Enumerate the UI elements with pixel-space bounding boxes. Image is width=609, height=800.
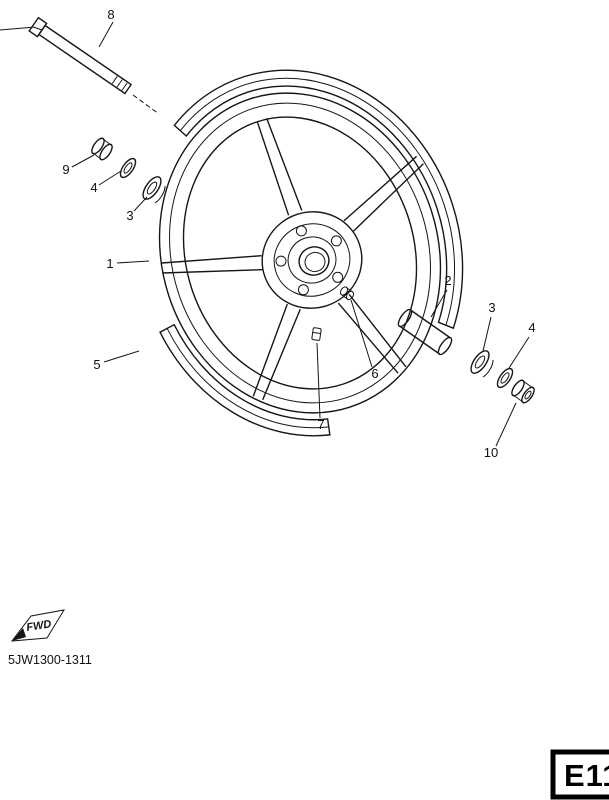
spokes [161,118,424,401]
front-wheel-drawing [158,69,464,437]
leader-1 [116,260,150,264]
fwd-flag: FWD [10,609,66,642]
collar-part-10 [511,379,535,404]
callout-8: 8 [107,7,114,22]
page-code-box: E11 [550,749,609,800]
callout-10: 10 [484,445,498,460]
leader-3b [482,316,492,352]
callout-2: 2 [444,273,451,288]
fwd-arrow-tip [12,628,26,641]
hub-stud-part [339,286,355,301]
hub [261,211,363,309]
callout-6: 6 [371,366,378,381]
callout-3-right: 3 [488,300,495,315]
spacer-tube-part-2 [397,308,453,356]
callout-7: 7 [317,417,324,432]
callout-5: 5 [93,357,100,372]
leader-lines [71,21,530,447]
rim-flange-upper-band [173,69,464,330]
rim-flange-lower-band [159,323,331,437]
leader-9 [71,154,95,168]
axle-shaft-part [0,16,160,115]
callout-4-right: 4 [528,320,535,335]
page-code: E11 [564,758,609,793]
diagram-code: 5JW1300-1311 [8,653,92,667]
leader-3a [133,196,148,212]
bearing-part-3-right [470,350,494,378]
callout-1: 1 [106,256,113,271]
seal-part-4-right [496,367,514,389]
fwd-label: FWD [26,618,53,634]
leader-10 [495,402,517,447]
leader-2 [430,289,448,318]
callout-3-left: 3 [126,208,133,223]
leader-5 [103,350,140,363]
callout-9: 9 [62,162,69,177]
leader-4b [508,336,530,369]
seal-part-4-left [119,157,137,179]
collar-part-9 [91,137,113,161]
leader-8 [98,21,114,48]
callout-labels: 8 9 4 3 1 5 2 3 4 6 7 10 [62,7,535,460]
callout-4-left: 4 [90,180,97,195]
leader-6 [350,299,373,368]
leader-4a [98,170,122,186]
valve-stem-part [311,327,322,341]
rim-body [158,92,442,414]
leader-7 [316,342,321,419]
bearing-part-3-left [142,176,166,204]
